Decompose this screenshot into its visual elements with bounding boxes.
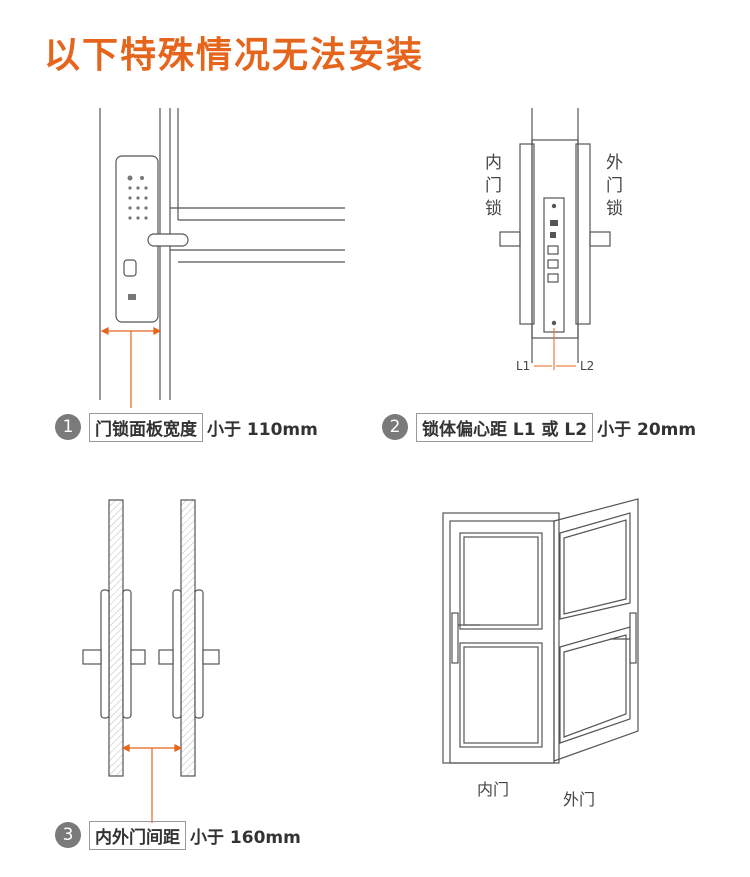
inner-door-label: 内门 (477, 780, 509, 799)
spacing-measure (121, 744, 183, 823)
inner-lock-label-1: 内 (485, 153, 502, 173)
outer-lock-label-2: 门 (606, 176, 623, 196)
figure-lock-offset: 内 门 锁 外 门 锁 L1 L2 (470, 108, 640, 378)
inner-lock-label-2: 门 (485, 176, 502, 196)
outer-door-label: 外门 (563, 790, 595, 809)
caption-2: 2 锁体偏心距 L1 或 L2 小于 20mm (382, 412, 696, 442)
boxed-label: 锁体偏心距 L1 或 L2 (416, 412, 594, 442)
offset-measure (534, 328, 576, 370)
l1-label: L1 (516, 359, 530, 373)
outer-lock-label-3: 锁 (606, 199, 623, 219)
outer-lock-label-1: 外 (606, 153, 623, 173)
caption-3: 3 内外门间距 小于 160mm (55, 820, 301, 850)
suffix-text: 小于 110mm (207, 419, 318, 440)
page-title: 以下特殊情况无法安装 (44, 35, 425, 76)
boxed-label: 内外门间距 (89, 820, 186, 850)
figure-door-spacing (75, 498, 245, 823)
inner-lock-label-3: 锁 (485, 199, 502, 219)
boxed-label: 门锁面板宽度 (89, 412, 203, 442)
number-badge: 1 (55, 414, 81, 440)
number-badge: 3 (55, 822, 81, 848)
caption-1: 1 门锁面板宽度 小于 110mm (55, 412, 318, 442)
figure-panel-width (90, 108, 350, 408)
l2-label: L2 (580, 359, 594, 373)
number-badge: 2 (382, 414, 408, 440)
figure-double-door: 内门 外门 (440, 495, 650, 820)
suffix-text: 小于 160mm (190, 827, 301, 848)
smart-lock-panel (115, 155, 189, 323)
width-measure (100, 327, 162, 408)
suffix-text: 小于 20mm (597, 419, 697, 440)
